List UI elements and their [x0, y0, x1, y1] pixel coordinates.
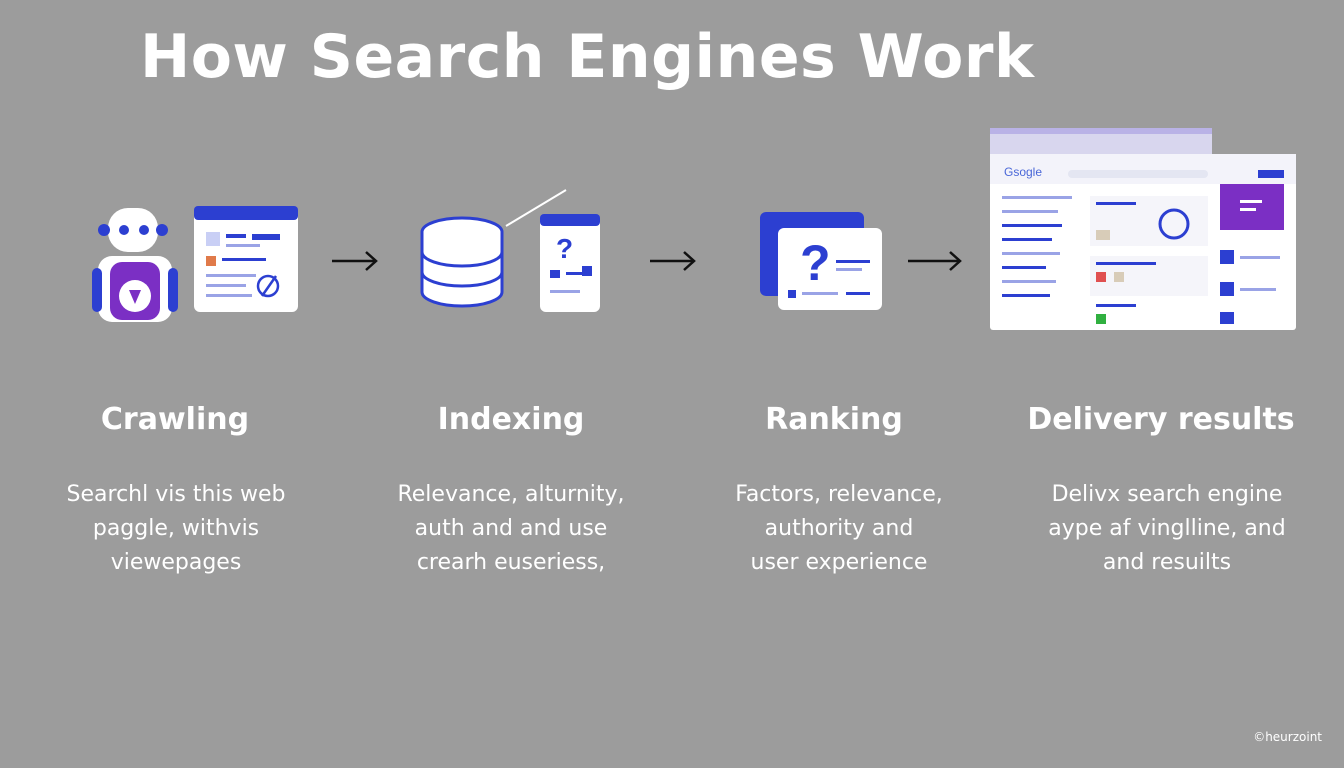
step-title-indexing: Indexing: [437, 402, 585, 437]
step-desc-delivery: Delivx search engine aype af vinglline, …: [1017, 478, 1317, 580]
step-desc-line: Factors, relevance,: [735, 482, 943, 507]
step-desc-line: Searchl vis this web: [66, 482, 286, 507]
step-desc-line: and resuilts: [1102, 550, 1232, 575]
step-desc-ranking: Factors, relevance, authority and user e…: [689, 478, 989, 580]
watermark: ©heurzoint: [1253, 730, 1322, 744]
robot-head: [108, 208, 158, 252]
page-title: How Search Engines Work: [140, 22, 1035, 92]
step-desc-line: auth and and use: [414, 516, 608, 541]
step-title-ranking: Ranking: [765, 402, 903, 437]
database-index-icon: ?: [420, 189, 600, 312]
step-desc-line: aype af vinglline, and: [1048, 516, 1286, 541]
step-desc-indexing: Relevance, alturnity, auth and and use c…: [361, 478, 661, 580]
search-results-browser-icon: Gsogle: [990, 128, 1296, 330]
arrow-right-icon: [332, 251, 378, 271]
step-desc-line: crearh euseriess,: [416, 550, 606, 575]
step-desc-line: user experience: [750, 550, 928, 575]
step-desc-line: Delivx search engine: [1051, 482, 1283, 507]
step-desc-line: authority and: [764, 516, 914, 541]
step-desc-crawling: Searchl vis this web paggle, withvis vie…: [26, 478, 326, 580]
step-title-crawling: Crawling: [100, 402, 250, 437]
step-desc-line: viewepages: [110, 550, 242, 575]
arrow-right-icon: [650, 251, 696, 271]
crawler-robot-icon: [92, 206, 298, 322]
arrow-right-icon: [908, 251, 962, 271]
svg-text:?: ?: [556, 233, 573, 264]
svg-text:?: ?: [800, 235, 831, 291]
step-title-delivery: Delivery results: [1027, 402, 1295, 437]
step-desc-line: paggle, withvis: [92, 516, 260, 541]
browser-logo: Gsogle: [1004, 165, 1042, 179]
ranking-question-icon: ?: [760, 212, 882, 310]
step-desc-line: Relevance, alturnity,: [397, 482, 625, 507]
